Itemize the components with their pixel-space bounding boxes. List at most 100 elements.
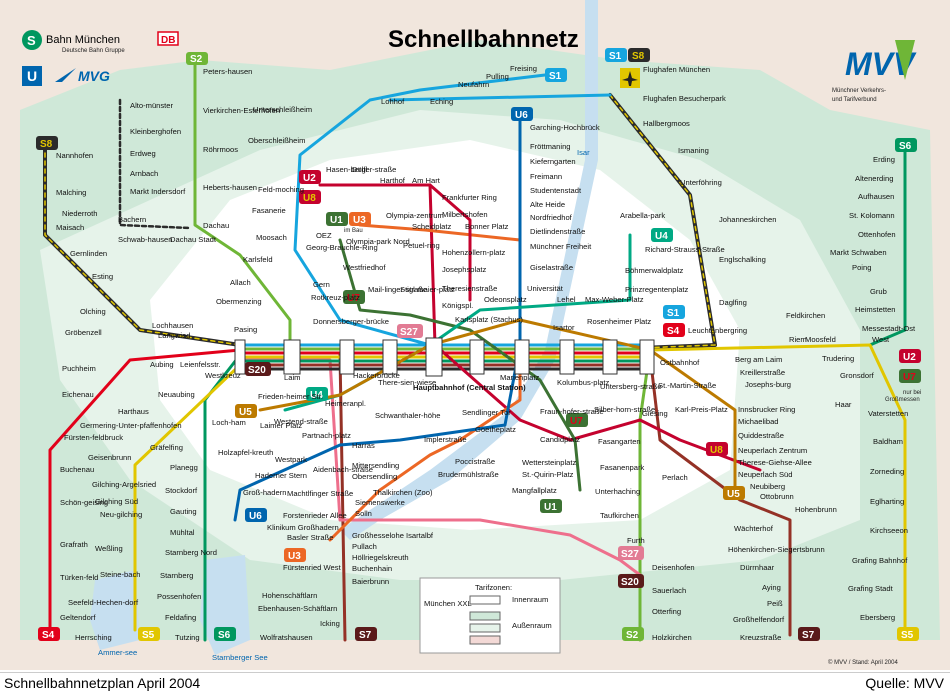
station-rosenheimer[interactable]: Rosenheimer Platz (587, 317, 651, 326)
station-quiddestrasse[interactable]: Quiddestraße (738, 431, 784, 440)
station-grosshadern[interactable]: Groß-hadern (243, 488, 286, 497)
station-laimer-platz[interactable]: Laimer Platz (260, 421, 302, 430)
station-untersberg[interactable]: Untersberg-straße (600, 382, 662, 391)
station-roehrmoos[interactable]: Röhrmoos (203, 145, 238, 154)
station-giesing[interactable]: Giesing (642, 409, 668, 418)
station-fasanenpark[interactable]: Fasanenpark (600, 463, 645, 472)
station-pasing[interactable]: Pasing (234, 325, 257, 334)
station-eching[interactable]: Eching (430, 97, 453, 106)
station-duernhaar[interactable]: Dürrnhaar (740, 563, 775, 572)
station-nannhofen[interactable]: Nannhofen (56, 151, 93, 160)
station-fasanerie[interactable]: Fasanerie (252, 206, 286, 215)
badge-s4-east[interactable] (663, 323, 685, 337)
station-feldmoching[interactable]: Feld-moching (258, 185, 304, 194)
station-wessling[interactable]: Weßling (95, 544, 123, 553)
station-garching-hochbrueck[interactable]: Garching-Hochbrück (530, 123, 600, 132)
station-feldafing[interactable]: Feldafing (165, 613, 196, 622)
station-josephsburg[interactable]: Josephs-burg (745, 380, 791, 389)
station-tuerkenfeld[interactable]: Türken-feld (60, 573, 98, 582)
station-hoellriegelskreuth[interactable]: Höllriegelskreuth (352, 553, 409, 562)
station-kleinberghofen[interactable]: Kleinberghofen (130, 127, 181, 136)
station-neufahrn[interactable]: Neufahrn (458, 80, 489, 89)
station-freising[interactable]: Freising (510, 64, 537, 73)
station-westkreuz[interactable]: Westkreuz (205, 371, 241, 380)
station-vierkirchen[interactable]: Vierkirchen-Esterhofen (203, 106, 280, 115)
station-oez[interactable]: OEZ (316, 231, 332, 240)
station-furth[interactable]: Furth (627, 536, 645, 545)
station-silberhorn[interactable]: Silber-horn-straße (594, 405, 655, 414)
station-thalkirchen[interactable]: Thalkirchen (Zoo) (373, 488, 433, 497)
station-karlsfeld[interactable]: Karlsfeld (243, 255, 273, 264)
station-schwabhausen[interactable]: Schwab-hausen (118, 235, 172, 244)
station-moosach[interactable]: Moosach (256, 233, 287, 242)
badge-s7-south[interactable] (355, 627, 377, 641)
station-goetheplatz[interactable]: Goetheplatz (475, 425, 516, 434)
station-kolumbusplatz[interactable]: Kolumbus-platz (557, 378, 610, 387)
station-universitaet[interactable]: Universität (527, 284, 564, 293)
station-heimeranplatz[interactable]: Heimeranpl. (325, 399, 366, 408)
station-harthaus[interactable]: Harthaus (118, 407, 149, 416)
station-waechterhof[interactable]: Wächterhof (734, 524, 774, 533)
station-frankfurter[interactable]: Frankfurter Ring (442, 193, 497, 202)
badge-u5-south[interactable] (723, 486, 745, 500)
station-milbertshofen[interactable]: Milbertshofen (442, 210, 488, 219)
station-st-martin[interactable]: St.-Martin-Straße (658, 381, 716, 390)
station-peiss[interactable]: Peiß (767, 599, 783, 608)
station-karlsplatz[interactable]: Karlsplatz (Stachus) (455, 315, 523, 324)
badge-s4-south[interactable] (38, 627, 60, 641)
station-bachern[interactable]: Bachern (118, 215, 146, 224)
badge-u4-east[interactable] (651, 228, 673, 242)
station-hohenschaeftlarn[interactable]: Hohenschäftlarn (262, 591, 317, 600)
station-hasenbergl[interactable]: Hasen-bergl (326, 165, 368, 174)
station-kieferngarten[interactable]: Kieferngarten (530, 157, 576, 166)
station-feldkirchen[interactable]: Feldkirchen (786, 311, 825, 320)
station-leienfelsstr[interactable]: Leienfelsstr. (180, 360, 221, 369)
station-maisach[interactable]: Maisach (56, 223, 84, 232)
station-holzapfelkreuth[interactable]: Holzapfel-kreuth (218, 448, 273, 457)
badge-u7-east[interactable] (899, 369, 921, 383)
station-lohhof[interactable]: Lohhof (381, 97, 405, 106)
station-starnberg[interactable]: Starnberg (160, 571, 193, 580)
badge-s27-south[interactable] (618, 546, 644, 560)
station-maillinger[interactable]: Mail-linger-straße (368, 285, 427, 294)
station-leuchtenbergring[interactable]: Leuchtenbergring (688, 326, 747, 335)
station-westpark[interactable]: Westpark (275, 455, 307, 464)
badge-s7-east[interactable] (798, 627, 820, 641)
station-donnersberger[interactable]: Donnersberger-brücke (313, 317, 389, 326)
station-froettmaning[interactable]: Fröttmaning (530, 142, 571, 151)
station-candidplatz[interactable]: Candidplatz (540, 435, 580, 444)
station-mittersendling[interactable]: Mittersendling (352, 461, 399, 470)
station-icking[interactable]: Icking (320, 619, 340, 628)
station-malching[interactable]: Malching (56, 188, 86, 197)
station-groebenzell[interactable]: Gröbenzell (65, 328, 102, 337)
station-allach[interactable]: Allach (230, 278, 251, 287)
station-herrsching[interactable]: Herrsching (75, 633, 112, 642)
station-odeonsplatz[interactable]: Odeonsplatz (484, 295, 527, 304)
station-arabellapark[interactable]: Arabella-park (620, 211, 665, 220)
station-muehlthal[interactable]: Mühltal (170, 528, 195, 537)
station-hauptbahnhof[interactable]: Hauptbahnhof (Central Station) (413, 383, 526, 392)
station-friedenheimer[interactable]: Frieden-heimer Str. (258, 392, 323, 401)
station-st-kolomann[interactable]: St. Kolomann (849, 211, 895, 220)
station-aidenbach[interactable]: Aidenbach-straße (313, 465, 373, 474)
badge-u2-east[interactable] (899, 349, 921, 363)
station-gilching-sued[interactable]: Gilching Süd (95, 497, 138, 506)
station-hadern[interactable]: Haderner Stern (255, 471, 307, 480)
station-olching[interactable]: Olching (80, 307, 106, 316)
station-fuerstenfeldbruck[interactable]: Fürsten-feldbruck (64, 433, 123, 442)
station-langwied[interactable]: Langwied (158, 331, 191, 340)
station-grosshesselohe[interactable]: Großhesselohe Isartalbf (352, 531, 434, 540)
station-ebersberg[interactable]: Ebersberg (860, 613, 895, 622)
station-geisenbrunn[interactable]: Geisenbrunn (88, 453, 131, 462)
station-markt-schwaben[interactable]: Markt Schwaben (830, 248, 887, 257)
station-obermenzing[interactable]: Obermenzing (216, 297, 262, 306)
station-baldham[interactable]: Baldham (873, 437, 903, 446)
station-seefeld[interactable]: Seefeld-Hechen-dorf (68, 598, 139, 607)
badge-s20-south[interactable] (618, 574, 644, 588)
station-georg-brauchle[interactable]: Georg-Brauchle-Ring (306, 243, 378, 252)
station-pullach[interactable]: Pullach (352, 542, 377, 551)
station-olympiapark-nord[interactable]: Olympia-park Nord (346, 237, 410, 246)
station-unterhaching[interactable]: Unterhaching (595, 487, 640, 496)
station-oberschleissheim[interactable]: Oberschleißheim (248, 136, 305, 145)
station-hohenzollern[interactable]: Hohenzollern-platz (442, 248, 506, 257)
